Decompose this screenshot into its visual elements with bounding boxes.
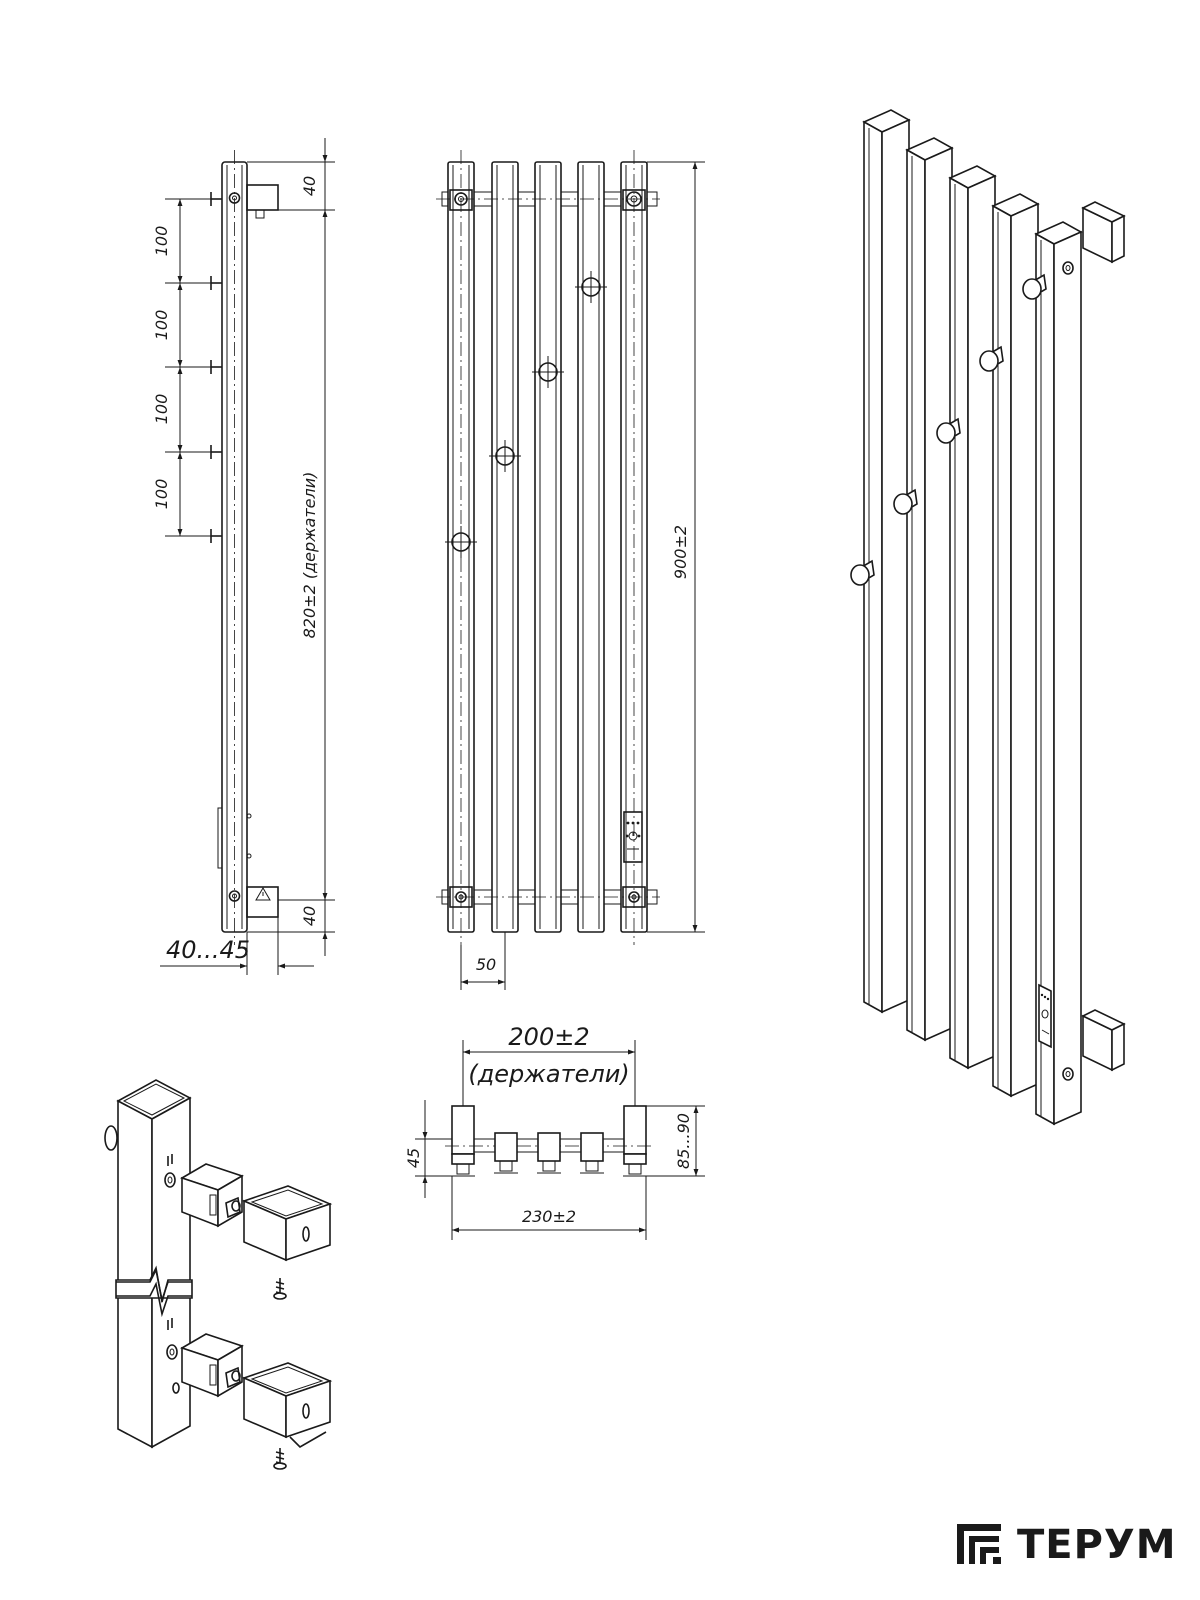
iso-control-panel xyxy=(1038,983,1052,1049)
iso-hook-knobs xyxy=(850,273,1047,586)
hook-spacing-dimensions xyxy=(165,198,222,537)
spacing-label-3: 100 xyxy=(152,394,171,425)
side-height-dimensions xyxy=(247,138,335,956)
depth-45-label: 45 xyxy=(404,1148,423,1168)
spacing-label-2: 100 xyxy=(152,310,171,341)
brand-name: ТЕРУМ xyxy=(1017,1522,1177,1568)
top-offset-label: 40 xyxy=(300,176,319,196)
control-panel xyxy=(623,811,643,863)
depth-range-dimension xyxy=(646,1105,705,1177)
brand-logo: ТЕРУМ xyxy=(955,1520,1177,1570)
spacing-label-1: 100 xyxy=(152,226,171,257)
front-view: 900±2 50 xyxy=(436,150,705,990)
side-view: 100 100 100 100 40 820±2 (держатели) 40 … xyxy=(152,138,335,975)
holders-width-note: (держатели) xyxy=(468,1060,629,1088)
total-height-label: 900±2 xyxy=(671,525,690,579)
holders-height-label: 820±2 (держатели) xyxy=(300,472,319,639)
depth-45-dimension xyxy=(415,1100,452,1198)
pitch-dimension xyxy=(460,932,506,990)
mounting-detail xyxy=(104,1079,333,1470)
front-height-dimension xyxy=(647,161,705,933)
pitch-label: 50 xyxy=(476,955,496,974)
wall-gap-label: 40...45 xyxy=(166,936,250,964)
top-view: 200±2 (держатели) 45 85...90 230±2 xyxy=(404,1023,705,1240)
spacing-label-4: 100 xyxy=(152,479,171,510)
total-width-dimension xyxy=(451,1176,647,1240)
wall-gap-dimension xyxy=(160,917,314,975)
brand-mark-icon xyxy=(957,1524,1001,1564)
hook-knobs xyxy=(445,271,607,558)
holders-width-dimension xyxy=(462,1040,636,1106)
isometric-view xyxy=(850,109,1126,1126)
total-width-label: 230±2 xyxy=(522,1207,576,1226)
bottom-offset-label: 40 xyxy=(300,906,319,926)
holders-width-label: 200±2 xyxy=(508,1023,589,1051)
depth-range-label: 85...90 xyxy=(674,1113,693,1169)
